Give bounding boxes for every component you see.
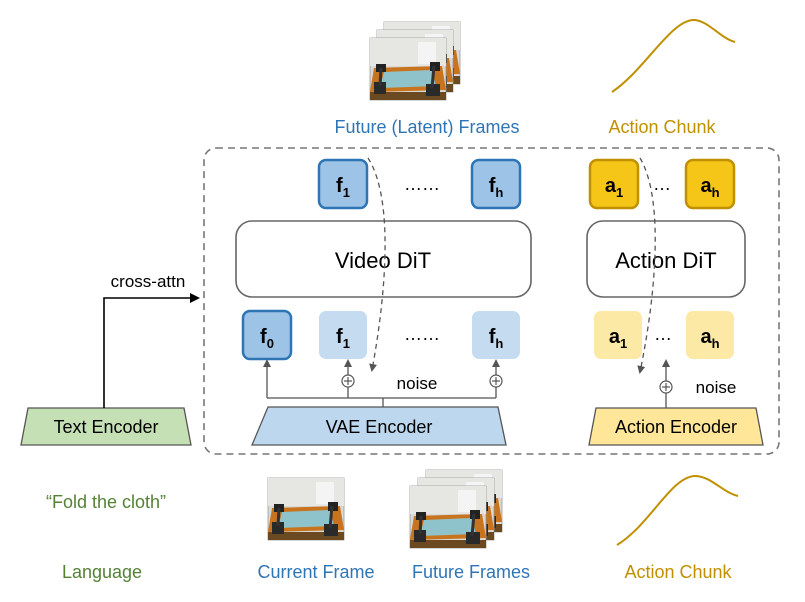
action-chunk-top-label: Action Chunk: [608, 117, 716, 137]
svg-text:Action DiT: Action DiT: [615, 248, 716, 273]
token-f1-top: f1: [317, 158, 369, 210]
svg-text:fh: fh: [489, 326, 504, 351]
svg-text:f1: f1: [336, 175, 350, 200]
token-a1-noisy: a1: [594, 311, 642, 359]
token-f0: f0: [241, 309, 293, 361]
cross-attn-arrow: [103, 293, 200, 408]
action-dit-block: Action DiT: [586, 220, 746, 298]
action-chunk-bottom-label: Action Chunk: [624, 562, 732, 582]
plus-circle-icon: [489, 374, 503, 388]
action-curve-icon: [616, 474, 739, 546]
noise-label-action: noise: [696, 378, 737, 397]
svg-text:ah: ah: [700, 326, 719, 351]
svg-text:ah: ah: [700, 175, 719, 200]
token-a1-top: a1: [588, 158, 640, 210]
svg-text:fh: fh: [489, 175, 504, 200]
future-frames-label: Future Frames: [412, 562, 530, 582]
video-top-dots: ……: [404, 174, 440, 194]
current-frame-label: Current Frame: [257, 562, 374, 582]
video-bottom-dots: ……: [404, 324, 440, 344]
svg-text:Video DiT: Video DiT: [335, 248, 431, 273]
action-encoder: Action Encoder: [588, 407, 764, 446]
video-dit-block: Video DiT: [235, 220, 532, 298]
model-container: [203, 147, 780, 455]
action-flow-dashed-arrow: [637, 157, 656, 374]
future-latent-frames-image: [368, 20, 462, 102]
token-ah-noisy: ah: [686, 311, 734, 359]
token-f1-noisy: f1: [319, 311, 367, 359]
video-flow-dashed-arrow: [367, 157, 386, 372]
language-label: Language: [62, 562, 142, 582]
action-curve-icon: [611, 18, 736, 93]
future-latent-frames-label: Future (Latent) Frames: [334, 117, 519, 137]
vae-connections: [263, 359, 500, 407]
current-frame-image: [266, 476, 346, 542]
svg-text:Text Encoder: Text Encoder: [53, 417, 158, 437]
vae-encoder: VAE Encoder: [251, 406, 507, 446]
prompt-text: “Fold the cloth”: [46, 492, 166, 512]
action-top-dots: …: [653, 174, 671, 194]
action-bottom-dots: …: [654, 324, 672, 344]
svg-text:f0: f0: [260, 326, 274, 351]
svg-text:a1: a1: [605, 175, 623, 200]
plus-circle-icon: [659, 380, 673, 394]
text-encoder: Text Encoder: [20, 407, 192, 446]
svg-text:f1: f1: [336, 326, 350, 351]
svg-text:VAE Encoder: VAE Encoder: [326, 417, 433, 437]
plus-circle-icon: [341, 374, 355, 388]
future-frames-image: [408, 468, 504, 550]
svg-text:Action Encoder: Action Encoder: [615, 417, 737, 437]
svg-text:a1: a1: [609, 326, 627, 351]
token-fh-top: fh: [470, 158, 522, 210]
token-ah-top: ah: [684, 158, 736, 210]
cross-attn-label: cross-attn: [111, 272, 186, 291]
token-fh-noisy: fh: [472, 311, 520, 359]
noise-label-video: noise: [397, 374, 438, 393]
